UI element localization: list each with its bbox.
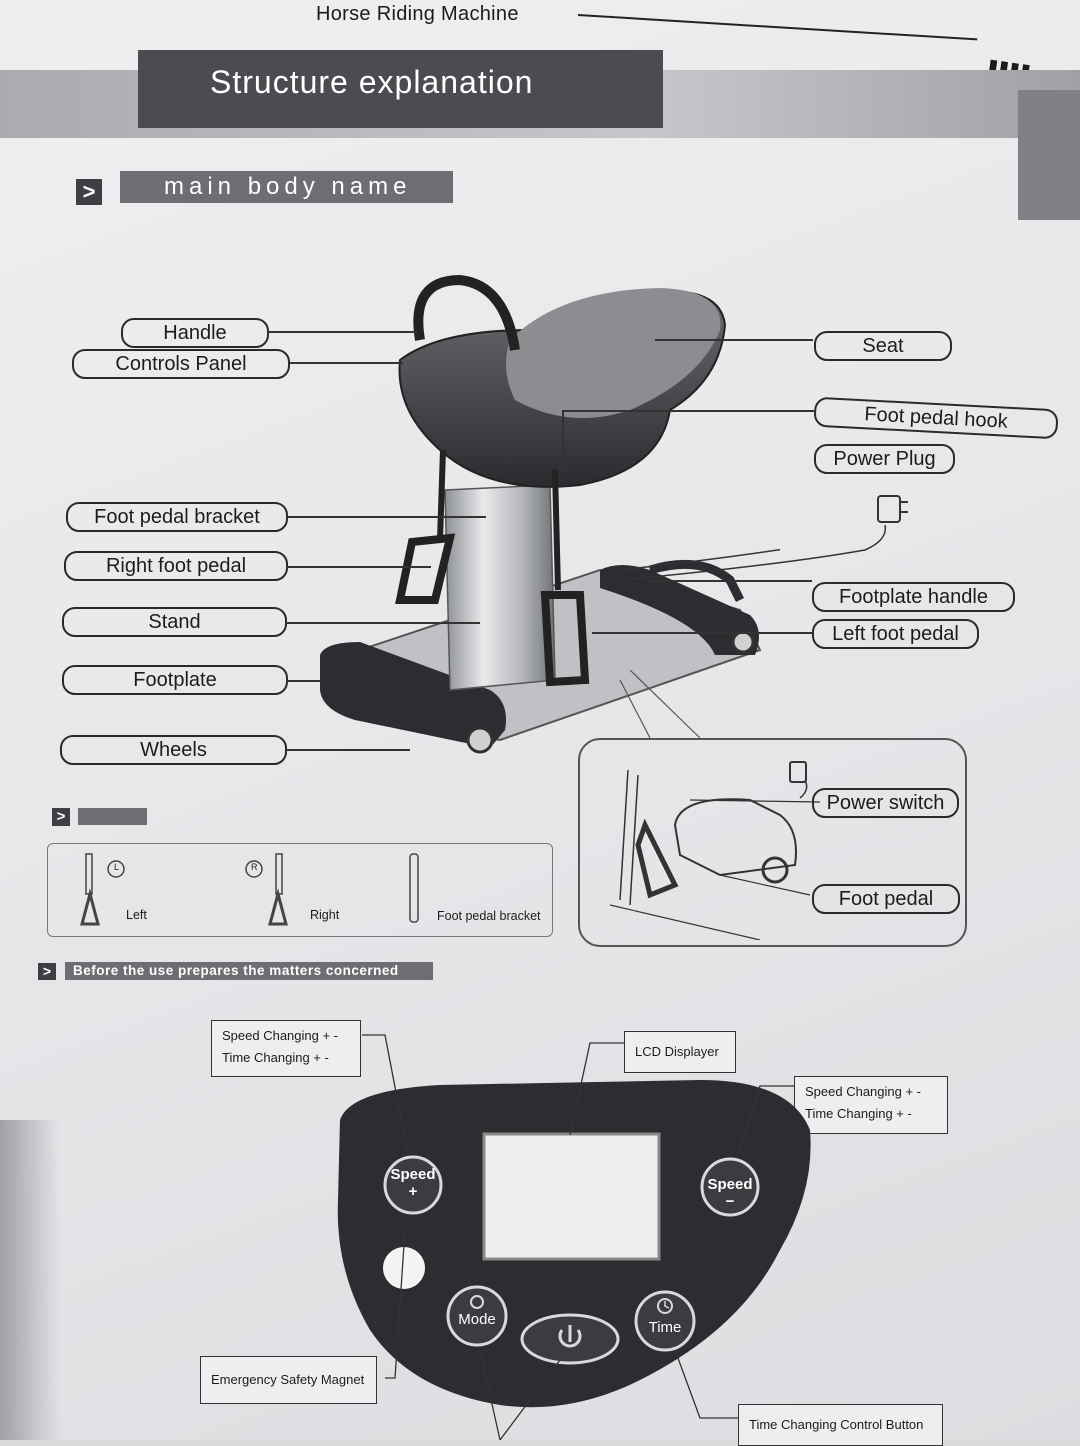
leader-right-foot-pedal	[286, 566, 431, 568]
mode-label: Mode	[458, 1311, 496, 1328]
callout-speed-plus-line2: Time Changing + -	[222, 1050, 329, 1065]
pedal-label-bracket: Foot pedal bracket	[437, 909, 541, 923]
section-heading-pedals	[78, 808, 147, 825]
section-heading-main-body: main body name	[120, 171, 453, 203]
wheel-front	[466, 726, 494, 754]
clock-icon	[657, 1298, 673, 1314]
leader-footplate	[286, 680, 320, 682]
left-pedal-shape	[540, 591, 590, 687]
left-pedal-strap	[552, 469, 561, 591]
callout-speed-plus: Speed Changing + - Time Changing + -	[211, 1020, 361, 1077]
banner-title: Structure explanation	[210, 64, 534, 100]
right-pedal-strap	[437, 449, 446, 541]
callout-emergency: Emergency Safety Magnet	[200, 1356, 377, 1404]
handle-shape	[413, 274, 520, 351]
pedal-label-left: Left	[126, 908, 147, 922]
leader-seat	[655, 339, 813, 341]
label-controls-panel: Controls Panel	[72, 349, 290, 379]
right-pedal-shape	[395, 533, 456, 604]
label-left-foot-pedal: Left foot pedal	[812, 619, 979, 649]
callout-lcd: LCD Displayer	[624, 1031, 736, 1073]
leader-stand	[285, 622, 480, 624]
section-heading-before-use: Before the use prepares the matters conc…	[65, 962, 433, 980]
section-arrow-icon: >	[52, 808, 70, 826]
label-footplate-handle: Footplate handle	[812, 582, 1015, 612]
mode-button	[446, 1285, 508, 1347]
label-foot-pedal: Foot pedal	[812, 884, 960, 914]
pedal-label-right: Right	[310, 908, 340, 922]
pedal-parts-box	[47, 843, 553, 937]
label-wheels: Wheels	[60, 735, 287, 765]
callout-speed-minus-line1: Speed Changing + -	[805, 1084, 922, 1099]
leader-left-foot-pedal	[592, 632, 812, 634]
leader-foot-pedal-hook	[562, 410, 814, 412]
leader-footplate-handle	[650, 580, 812, 582]
speed-minus-sign: −	[725, 1193, 735, 1210]
power-cord	[620, 525, 887, 581]
label-power-plug: Power Plug	[814, 444, 955, 474]
left-pedal-part-icon	[80, 853, 125, 926]
label-handle: Handle	[121, 318, 269, 348]
page-shadow	[0, 1120, 60, 1440]
left-tag: L	[114, 862, 120, 872]
panel-leader-lines	[362, 1034, 794, 1440]
label-seat: Seat	[814, 331, 952, 361]
section-arrow-icon: >	[38, 963, 56, 980]
inset-illustration	[609, 669, 821, 940]
footplate-front-block	[320, 642, 506, 748]
right-tag: R	[251, 862, 258, 872]
speed-minus-label: Speed	[707, 1176, 753, 1193]
speed-minus-button	[700, 1157, 760, 1217]
section-arrow-icon: >	[76, 179, 102, 205]
leader-foot-pedal-hook-drop	[562, 410, 564, 470]
banner-side-strip	[1018, 90, 1080, 220]
speed-plus-label: Speed	[390, 1166, 436, 1183]
speed-plus-sign: +	[408, 1183, 418, 1200]
callout-speed-minus: Speed Changing + - Time Changing + -	[794, 1076, 948, 1134]
speed-plus-button	[383, 1155, 443, 1215]
seat-top	[506, 288, 721, 418]
power-icon	[558, 1329, 582, 1348]
banner-title-block	[138, 50, 663, 128]
emergency-magnet	[383, 1247, 425, 1289]
power-plug-icon	[877, 495, 908, 523]
running-title: Horse Riding Machine	[316, 3, 519, 25]
gear-icon	[470, 1295, 484, 1309]
wheel-rear	[731, 630, 755, 654]
time-button	[634, 1290, 696, 1352]
lcd-screen	[482, 1132, 661, 1261]
control-panel-illustration	[337, 1080, 811, 1408]
horse-riding-machine-illustration	[320, 274, 780, 754]
time-label: Time	[648, 1319, 682, 1336]
callout-speed-minus-line2: Time Changing + -	[805, 1106, 912, 1121]
footplate-handle-shape	[648, 559, 745, 603]
callout-speed-plus-line1: Speed Changing + -	[222, 1028, 339, 1043]
label-stand: Stand	[62, 607, 287, 637]
foot-pedal-bracket-icon	[409, 853, 419, 923]
label-footplate: Footplate	[62, 665, 288, 695]
leader-foot-pedal-bracket	[286, 516, 486, 518]
callout-time-button: Time Changing Control Button	[738, 1404, 943, 1446]
right-pedal-part-icon	[245, 853, 288, 926]
leader-controls-panel	[288, 362, 403, 364]
label-power-switch: Power switch	[812, 788, 959, 818]
power-switch-inset	[578, 738, 967, 947]
leader-wheels	[285, 749, 410, 751]
label-foot-pedal-bracket: Foot pedal bracket	[66, 502, 288, 532]
label-right-foot-pedal: Right foot pedal	[64, 551, 288, 581]
leader-handle	[267, 331, 417, 333]
